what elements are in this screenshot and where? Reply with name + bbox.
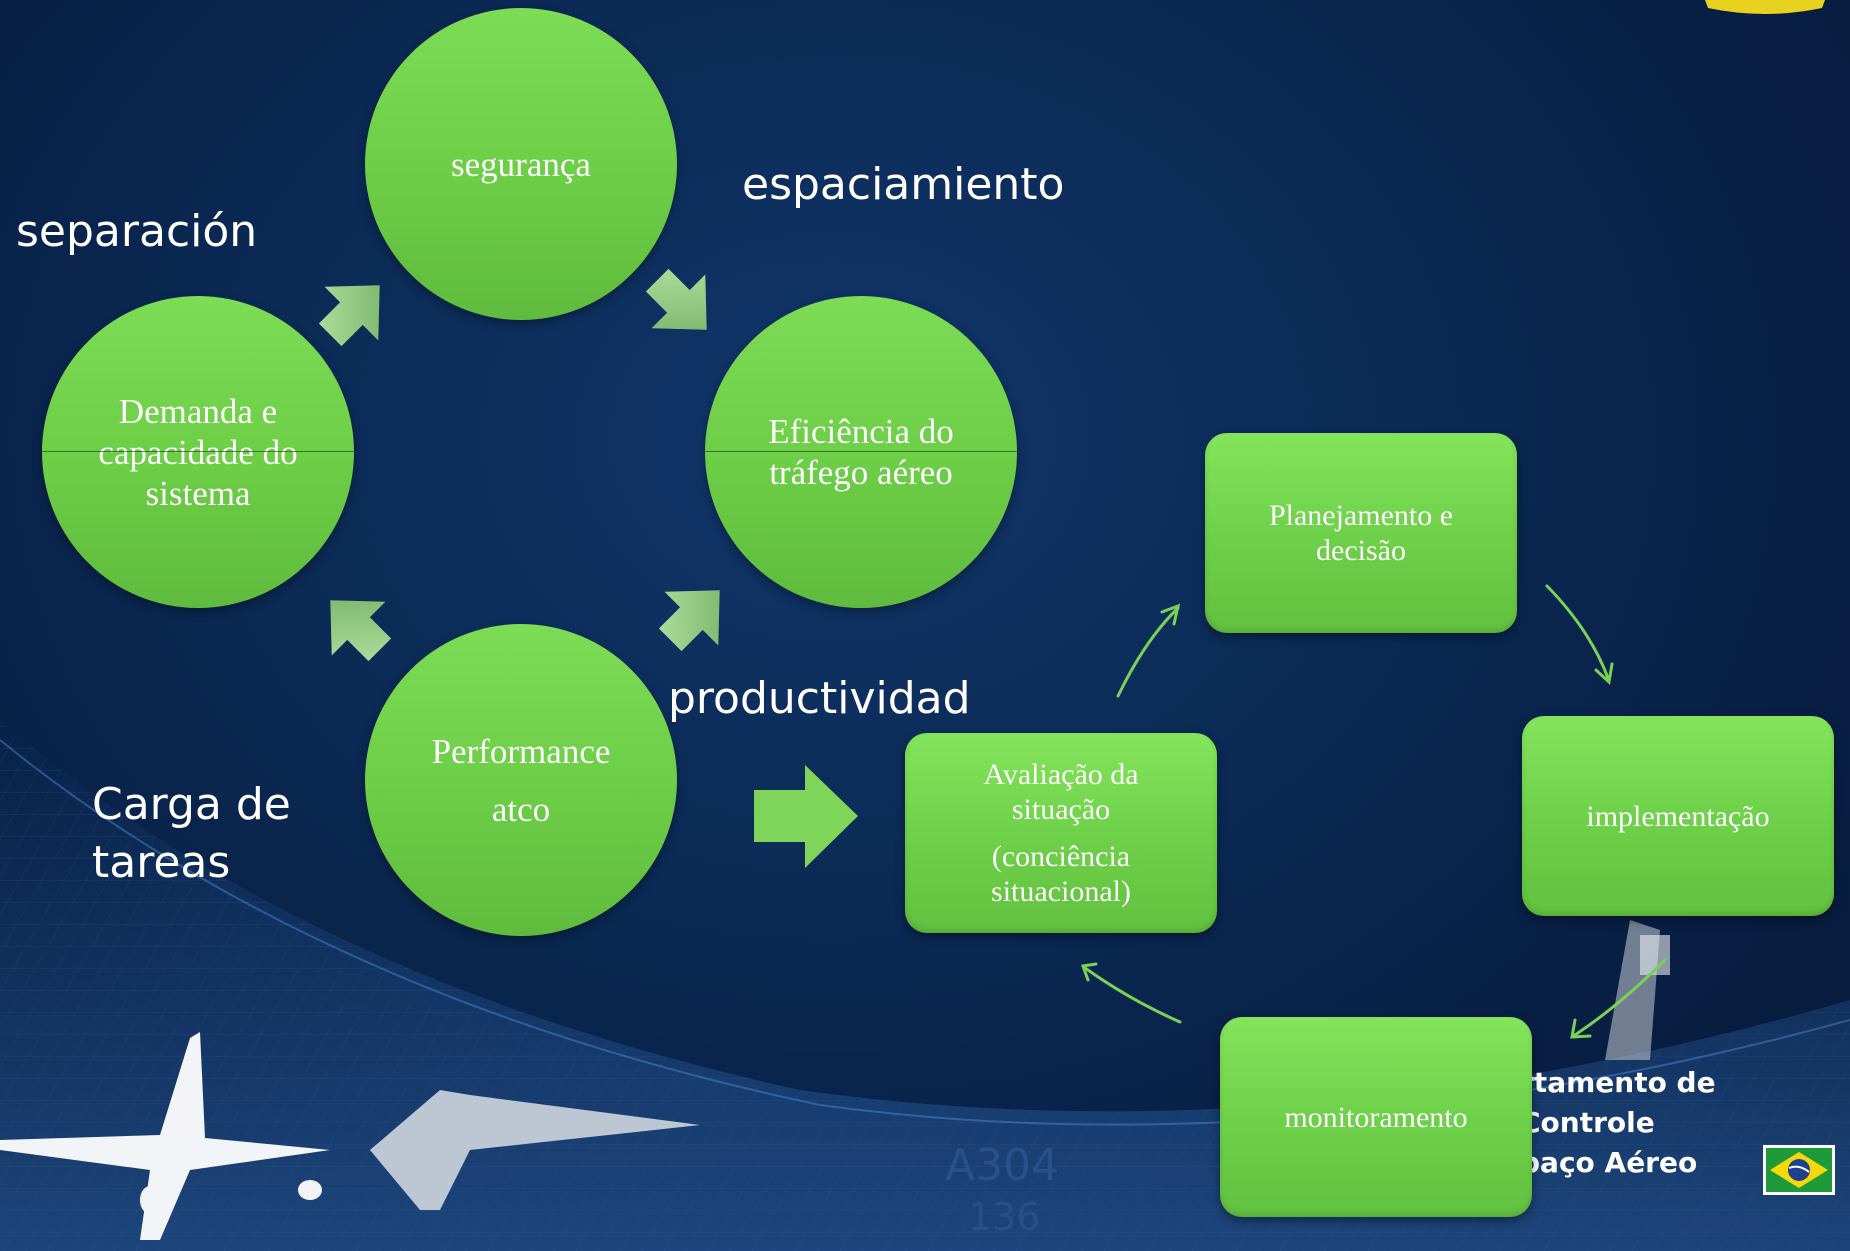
box-label: implementação	[1586, 799, 1770, 833]
label-espaciamiento: espaciamiento	[742, 159, 1065, 210]
runway-number: 136	[968, 1195, 1041, 1239]
box-avaliacao: Avaliação da situação (conciência situac…	[905, 733, 1217, 933]
logo-text: rtamento de Controle paço Aéreo	[1520, 1066, 1716, 1179]
circle-eficiencia: Eficiência do tráfego aéreo	[705, 296, 1017, 608]
box-label: Planejamento e decisão	[1268, 499, 1454, 567]
circle-demanda: Demanda e capacidade do sistema	[42, 296, 354, 608]
box-sublabel: (conciência situacional)	[991, 840, 1131, 908]
label-productividad: productividad	[668, 673, 971, 724]
circle-label: Performance atco	[431, 731, 611, 829]
circle-label: segurança	[451, 144, 591, 184]
circle-label: Demanda e capacidade do sistema	[98, 391, 298, 513]
circle-seguranca: segurança	[365, 8, 677, 320]
brazil-flag-icon	[1763, 1145, 1835, 1195]
label-carga-de-tareas: Carga de tareas	[92, 779, 291, 888]
box-label: Avaliação da situação	[983, 758, 1139, 826]
emblem-icon	[1705, 0, 1825, 14]
runway-marking: A304	[945, 1140, 1060, 1191]
box-implementacao: implementação	[1522, 716, 1834, 916]
circle-label: Eficiência do tráfego aéreo	[768, 412, 954, 492]
circle-performance: Performance atco	[365, 624, 677, 936]
box-planejamento: Planejamento e decisão	[1205, 433, 1517, 633]
box-monitoramento: monitoramento	[1220, 1017, 1532, 1217]
label-separacion: separación	[16, 206, 258, 257]
box-label: monitoramento	[1284, 1100, 1468, 1134]
